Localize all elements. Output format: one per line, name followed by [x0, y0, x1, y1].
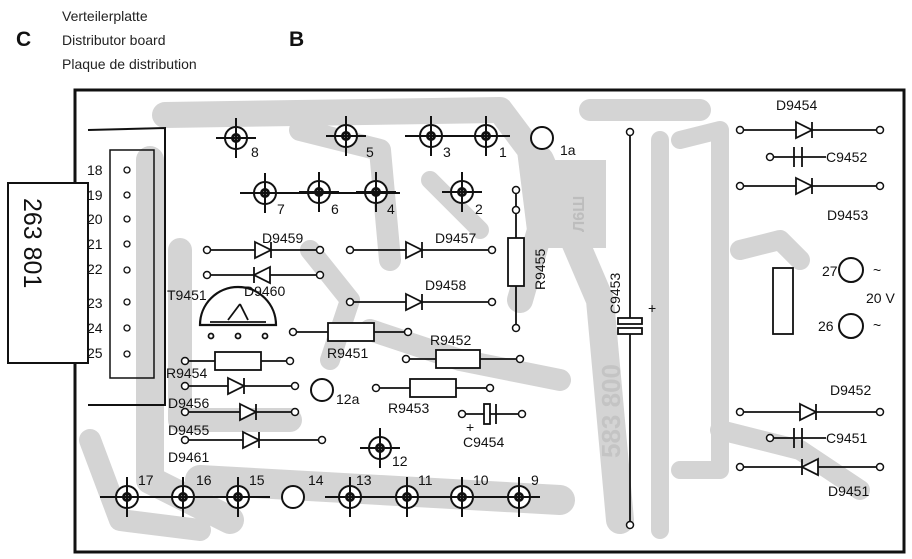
label-r9451: R9451	[327, 345, 368, 361]
label-d9460: D9460	[244, 283, 285, 299]
label-4: 4	[387, 201, 395, 217]
pad-12a	[310, 378, 334, 402]
label-d9455: D9455	[168, 422, 209, 438]
label-12a: 12a	[336, 391, 360, 407]
pad-26	[838, 313, 864, 339]
terminals	[100, 115, 540, 518]
label-plus-c9453: +	[648, 300, 656, 316]
tilde-bottom: ~	[873, 317, 881, 333]
side-part-number: 263 801	[18, 198, 46, 288]
components	[185, 120, 880, 525]
copper-pad-large	[548, 160, 606, 248]
label-c9451: C9451	[826, 430, 867, 446]
label-1a: 1a	[560, 142, 576, 158]
pin-label-20: 20	[87, 211, 103, 227]
label-d9458: D9458	[425, 277, 466, 293]
label-c9454: C9454	[463, 434, 504, 450]
label-plus-c9454: +	[466, 419, 474, 435]
label-10: 10	[473, 472, 489, 488]
label-13: 13	[356, 472, 372, 488]
pin-label-23: 23	[87, 295, 103, 311]
rectifier-block	[772, 267, 794, 335]
label-d9453: D9453	[827, 207, 868, 223]
pin-label-19: 19	[87, 187, 103, 203]
plain-pads	[281, 126, 864, 509]
tilde-top: ~	[873, 262, 881, 278]
part-number-tab	[7, 182, 89, 364]
pin-label-21: 21	[87, 236, 103, 252]
pin-label-22: 22	[87, 261, 103, 277]
label-r9454: R9454	[166, 365, 207, 381]
label-d9454: D9454	[776, 97, 817, 113]
label-c9453: C9453	[607, 273, 623, 314]
label-6: 6	[331, 201, 339, 217]
connector-body	[109, 149, 155, 379]
label-14: 14	[308, 472, 324, 488]
pad-27	[838, 257, 864, 283]
label-5: 5	[366, 144, 374, 160]
label-d9456: D9456	[168, 395, 209, 411]
label-16: 16	[196, 472, 212, 488]
copper-part-number: 583 800	[596, 364, 626, 458]
label-r9452: R9452	[430, 332, 471, 348]
pin-label-25: 25	[87, 345, 103, 361]
label-d9451: D9451	[828, 483, 869, 499]
label-d9452: D9452	[830, 382, 871, 398]
label-7: 7	[277, 201, 285, 217]
label-r9453: R9453	[388, 400, 429, 416]
label-c9452: C9452	[826, 149, 867, 165]
title-english: Distributor board	[62, 32, 166, 48]
title-german: Verteilerplatte	[62, 8, 148, 24]
label-t9451: T9451	[167, 287, 207, 303]
label-26: 26	[818, 318, 834, 334]
copper-mark-text: Л6Ш	[571, 196, 588, 232]
label-3: 3	[443, 144, 451, 160]
label-12: 12	[392, 453, 408, 469]
label-8: 8	[251, 144, 259, 160]
component-pads	[180, 125, 885, 530]
pad-1a	[530, 126, 554, 150]
pin-label-18: 18	[87, 162, 103, 178]
label-11: 11	[418, 472, 433, 488]
label-d9457: D9457	[435, 230, 476, 246]
title-french: Plaque de distribution	[62, 56, 197, 72]
label-20v: 20 V	[866, 290, 895, 306]
label-d9461: D9461	[168, 449, 209, 465]
label-r9455: R9455	[532, 249, 548, 290]
label-15: 15	[249, 472, 265, 488]
label-2: 2	[475, 201, 483, 217]
pad-14	[281, 485, 305, 509]
connector-bracket	[87, 126, 166, 406]
corner-letter-c: C	[16, 28, 32, 51]
label-9: 9	[531, 472, 539, 488]
corner-letter-b: B	[289, 28, 305, 51]
label-27: 27	[822, 263, 838, 279]
label-1: 1	[499, 144, 507, 160]
label-d9459: D9459	[262, 230, 303, 246]
connector-pins: 18 19 20 21 22 23 24 25	[87, 162, 131, 361]
label-17: 17	[138, 472, 154, 488]
pin-label-24: 24	[87, 320, 103, 336]
